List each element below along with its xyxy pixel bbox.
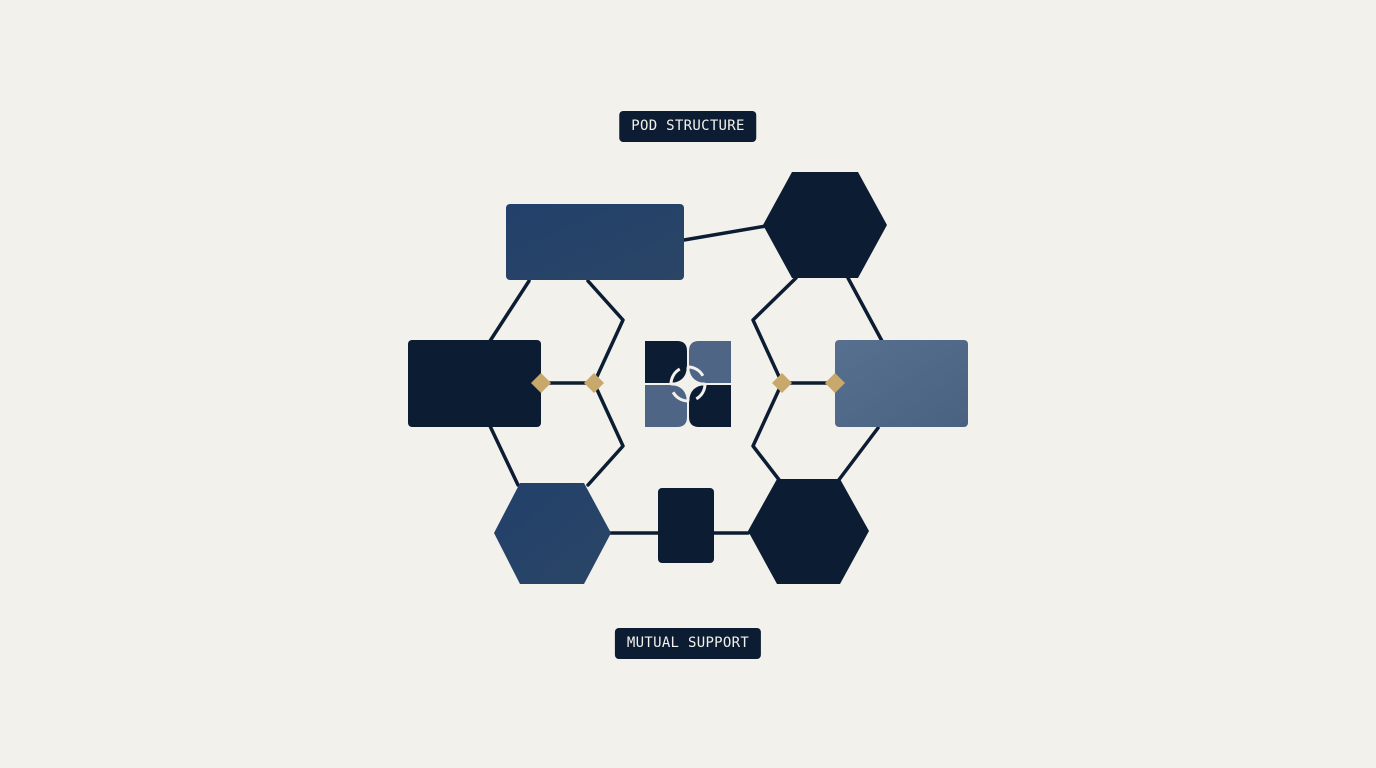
node-left-rect	[408, 340, 541, 427]
joint-marker-right-inner	[772, 373, 792, 393]
petal-bottom-right	[689, 385, 731, 427]
joint-marker-left-outer	[531, 373, 551, 393]
connector-top	[682, 224, 768, 242]
node-bottom-right-hexagon	[748, 479, 869, 584]
node-bottom-left-hexagon	[494, 483, 611, 584]
connector-left-lower-outer	[488, 424, 520, 487]
joint-marker-right-outer	[825, 373, 845, 393]
joint-markers	[531, 373, 845, 393]
mutual-support-label: MUTUAL SUPPORT	[614, 628, 762, 659]
petal-bottom-left	[645, 385, 687, 427]
petal-top-left	[645, 341, 687, 383]
petal-top-right	[689, 341, 731, 383]
connector-right-inner	[751, 276, 798, 483]
connector-left-upper-outer	[488, 279, 531, 343]
joint-marker-left-inner	[584, 373, 604, 393]
connector-right-lower-outer	[836, 426, 880, 483]
pod-structure-label: POD STRUCTURE	[619, 111, 757, 142]
connector-lines	[488, 224, 884, 535]
node-top-rect	[506, 204, 684, 280]
node-right-rect	[835, 340, 968, 427]
node-top-right-hexagon	[763, 172, 887, 278]
node-bottom-center-rect	[658, 488, 714, 563]
connector-right-upper-outer	[846, 276, 884, 343]
four-petal-plus-icon	[645, 341, 731, 427]
